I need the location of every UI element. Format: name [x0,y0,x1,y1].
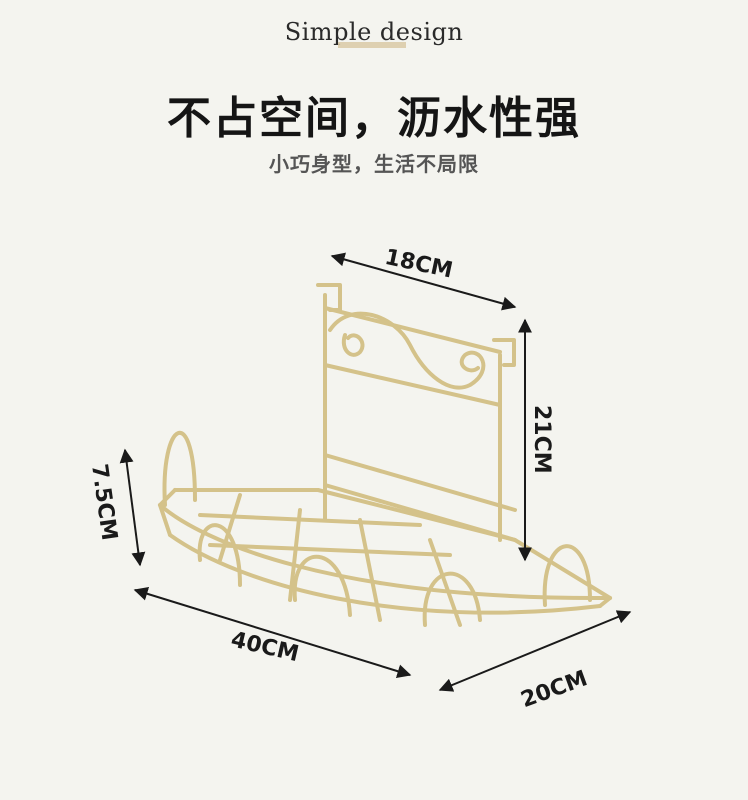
dimension-arrow-top [330,252,517,311]
label-length-front: 40CM [229,627,302,667]
dimension-arrow-front [133,587,412,678]
label-height-back: 21CM [529,405,554,474]
label-height-side: 7.5CM [86,462,121,542]
headline: 不占空间，沥水性强 [167,93,581,144]
brand-underline [338,42,406,48]
brand-text: Simple design [284,18,464,46]
label-depth-side: 20CM [518,666,591,713]
dimension-arrow-depth [438,610,632,692]
label-width-top: 18CM [383,245,455,284]
subheadline: 小巧身型，生活不局限 [269,152,479,176]
dimension-arrow-side [119,448,146,567]
